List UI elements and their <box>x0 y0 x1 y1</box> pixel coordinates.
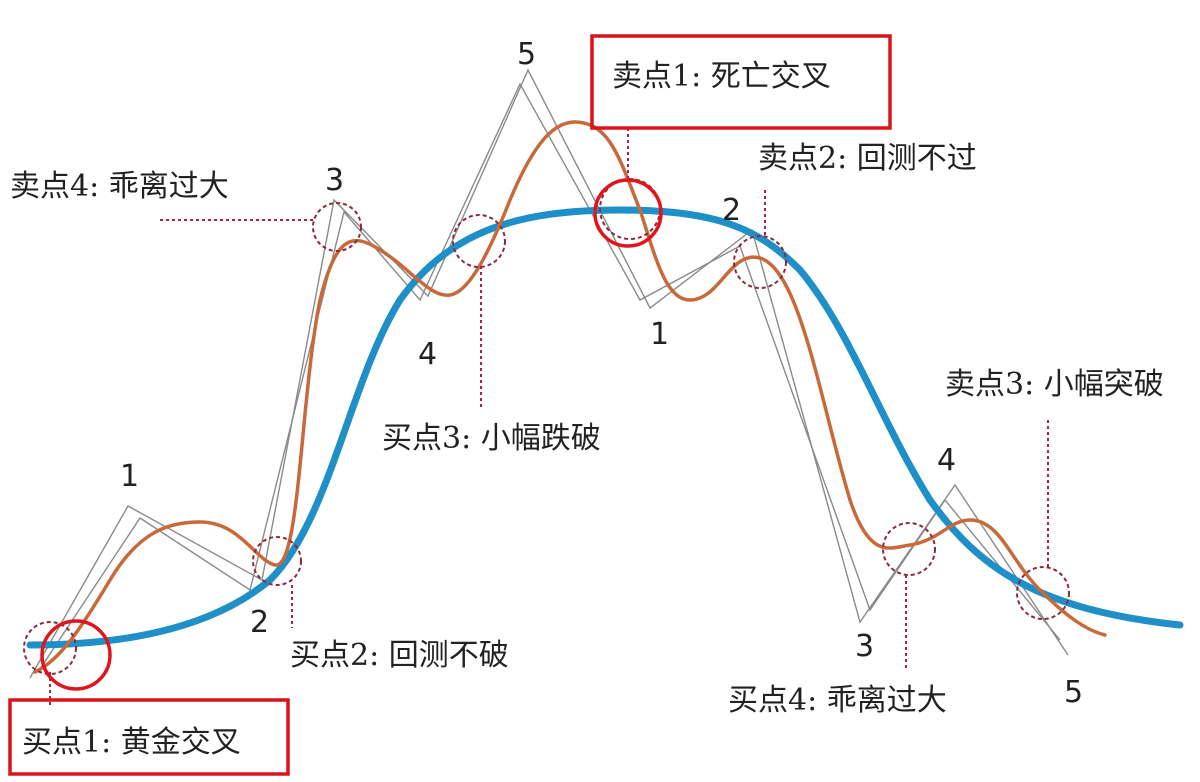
wave-down-5: 5 <box>1064 675 1083 710</box>
buy2-label: 买点2: 回测不破 <box>290 638 509 673</box>
buy3-marker <box>452 214 506 268</box>
buy3-label: 买点3: 小幅跌破 <box>382 421 601 456</box>
wave-up-3: 3 <box>325 163 344 198</box>
sell2-label: 卖点2: 回测不过 <box>758 141 977 176</box>
short-moving-average-curve <box>33 120 1107 674</box>
wave-up-4: 4 <box>418 337 437 372</box>
buy4-trough-marker <box>882 522 936 576</box>
zigzag-wave-line-secondary <box>37 82 1061 673</box>
buy1-label-box <box>8 698 290 776</box>
wave-down-2: 2 <box>722 193 741 228</box>
buy1-cross-marker <box>23 621 77 675</box>
sell3-label: 卖点3: 小幅突破 <box>945 367 1164 402</box>
long-moving-average-curve <box>26 206 1184 649</box>
wave-up-1: 1 <box>120 459 139 494</box>
wave-up-5: 5 <box>517 37 536 72</box>
sell1-label-box <box>590 34 892 130</box>
wave-up-2: 2 <box>250 605 269 640</box>
sell4-peak-marker <box>312 202 362 252</box>
wave-down-1: 1 <box>650 317 669 352</box>
sell4-label: 卖点4: 乖离过大 <box>10 169 229 204</box>
wave-down-4: 4 <box>937 443 956 478</box>
buy2-marker <box>252 536 302 586</box>
sell3-marker <box>1016 566 1070 620</box>
buy1-highlight-circle <box>40 619 112 691</box>
zigzag-wave-line <box>29 68 1069 679</box>
sell1-highlight-circle <box>593 178 663 248</box>
buy4-label: 买点4: 乖离过大 <box>728 683 947 718</box>
wave-down-3: 3 <box>855 629 874 664</box>
sell2-marker <box>733 235 787 289</box>
buy1-label: 买点1: 黄金交叉 <box>22 725 241 760</box>
sell1-label: 卖点1: 死亡交叉 <box>612 59 831 94</box>
